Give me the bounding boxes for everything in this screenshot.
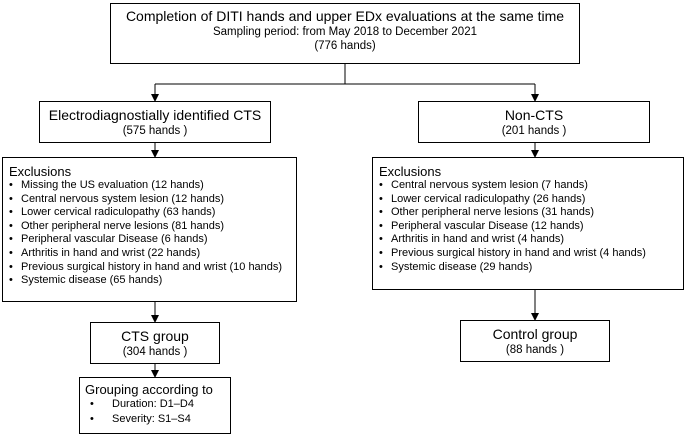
list-item: Missing the US evaluation (12 hands) — [9, 179, 296, 193]
control-group-box: Control group (88 hands ) — [460, 320, 610, 362]
top-box: Completion of DITI hands and upper EDx e… — [110, 3, 580, 64]
noncts-box: Non-CTS (201 hands ) — [418, 101, 650, 143]
cts-group-title: CTS group — [121, 328, 189, 344]
list-item: Lower cervical radiculopathy (26 hands) — [379, 193, 683, 207]
right-exclusions-heading: Exclusions — [379, 164, 442, 179]
list-item: Central nervous system lesion (12 hands) — [9, 193, 296, 207]
list-item: Other peripheral nerve lesions (31 hands… — [379, 206, 683, 220]
list-item: Duration: D1–D4 — [90, 397, 230, 412]
list-item: Central nervous system lesion (7 hands) — [379, 179, 683, 193]
list-item: Previous surgical history in hand and wr… — [379, 247, 683, 261]
left-exclusions-heading: Exclusions — [9, 164, 72, 179]
left-exclusions-list: Missing the US evaluation (12 hands) Cen… — [3, 179, 296, 288]
list-item: Previous surgical history in hand and wr… — [9, 261, 296, 275]
list-item: Peripheral vascular Disease (6 hands) — [9, 233, 296, 247]
noncts-title: Non-CTS — [504, 107, 564, 123]
left-exclusions-box: Exclusions Missing the US evaluation (12… — [2, 157, 297, 302]
list-item: Peripheral vascular Disease (12 hands) — [379, 220, 683, 234]
cts-group-box: CTS group (304 hands ) — [90, 322, 220, 364]
list-item: Arthritis in hand and wrist (22 hands) — [9, 247, 296, 261]
cts-count: (575 hands ) — [122, 125, 188, 137]
list-item: Other peripheral nerve lesions (81 hands… — [9, 220, 296, 234]
list-item: Arthritis in hand and wrist (4 hands) — [379, 233, 683, 247]
list-item: Systemic disease (65 hands) — [9, 274, 296, 288]
cts-box: Electrodiagnostially identified CTS (575… — [39, 101, 271, 143]
list-item: Lower cervical radiculopathy (63 hands) — [9, 206, 296, 220]
cts-title: Electrodiagnostially identified CTS — [48, 107, 262, 123]
grouping-heading: Grouping according to — [85, 382, 213, 397]
top-period: Sampling period: from May 2018 to Decemb… — [212, 26, 477, 38]
control-group-title: Control group — [492, 326, 578, 342]
top-title: Completion of DITI hands and upper EDx e… — [125, 8, 565, 24]
grouping-list: Duration: D1–D4 Severity: S1–S4 — [80, 397, 230, 426]
control-group-count: (88 hands ) — [505, 344, 565, 356]
cts-group-count: (304 hands ) — [122, 346, 188, 358]
noncts-count: (201 hands ) — [501, 125, 567, 137]
right-exclusions-list: Central nervous system lesion (7 hands) … — [373, 179, 683, 274]
grouping-box: Grouping according to Duration: D1–D4 Se… — [79, 377, 231, 434]
list-item: Severity: S1–S4 — [90, 412, 230, 427]
right-exclusions-box: Exclusions Central nervous system lesion… — [372, 157, 684, 290]
top-count: (776 hands) — [314, 40, 376, 52]
list-item: Systemic disease (29 hands) — [379, 261, 683, 275]
